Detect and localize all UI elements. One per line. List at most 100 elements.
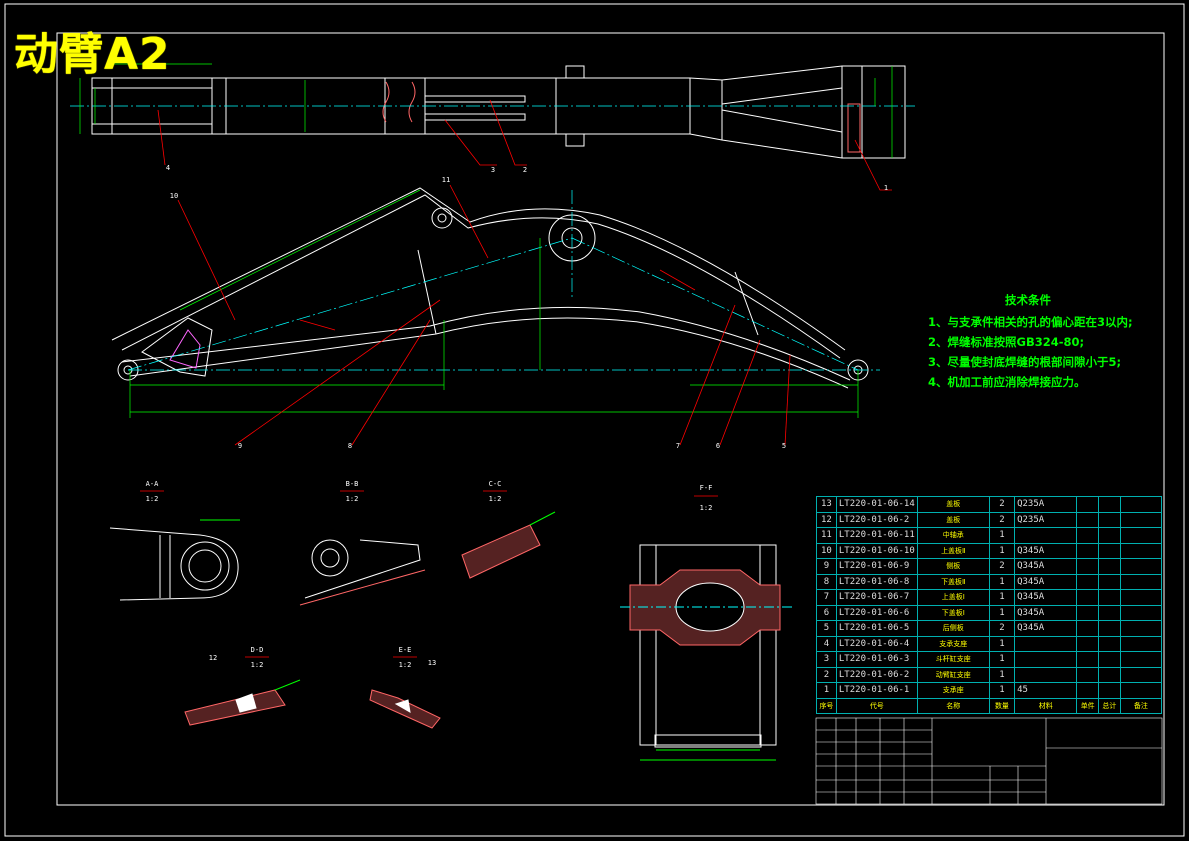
bom-cell-qty: 2: [988, 511, 1016, 528]
bom-cell-empty: [1098, 527, 1121, 544]
bom-cell-empty: [1098, 666, 1121, 683]
bom-cell-empty: [1076, 542, 1100, 559]
bom-cell-empty: [1119, 666, 1163, 683]
bom-cell-empty: [1098, 573, 1121, 590]
bom-cell-name: 支承支座: [916, 635, 990, 652]
bom-cell-name: 支承座: [916, 682, 990, 699]
bom-cell-material: Q235A: [1014, 496, 1078, 513]
technical-requirement-2: 2、焊缝标准按照GB324-80;: [928, 335, 1085, 349]
bom-cell-empty: [1119, 558, 1163, 575]
title-block-grid: [815, 717, 1163, 805]
bom-cell-name: 动臂缸支座: [916, 666, 990, 683]
bom-cell-material: [1014, 635, 1078, 652]
bom-cell-name: 斗杆缸支座: [916, 651, 990, 668]
bom-cell-name: 下盖板Ⅰ: [916, 604, 990, 621]
bom-cell-material: Q345A: [1014, 589, 1078, 606]
bom-cell-empty: [1076, 651, 1100, 668]
bom-cell-code: LT220-01-06-1: [835, 682, 918, 699]
bom-cell-empty: [1119, 589, 1163, 606]
bom-cell-material: [1014, 666, 1078, 683]
bom-header-row: 序号 代号 名称 数量 材料 单件 总计 备注: [816, 697, 1163, 714]
bom-cell-empty: [1098, 589, 1121, 606]
bom-cell-empty: [1076, 666, 1100, 683]
bom-cell-material: Q345A: [1014, 558, 1078, 575]
main-view-centerlines: [127, 190, 880, 371]
bom-cell-empty: [1076, 496, 1100, 513]
bom-cell-empty: [1119, 527, 1163, 544]
bom-cell-qty: 1: [988, 589, 1016, 606]
bom-cell-code: LT220-01-06-8: [835, 573, 918, 590]
inner-border: [56, 32, 1165, 806]
balloon-5: 5: [782, 442, 786, 450]
bom-cell-no: 4: [816, 635, 837, 652]
bom-cell-material: Q345A: [1014, 604, 1078, 621]
bom-cell-no: 5: [816, 620, 837, 637]
bom-cell-material: Q345A: [1014, 573, 1078, 590]
technical-requirements: 技术条件 1、与支承件相关的孔的偏心距在3以内; 2、焊缝标准按照GB324-8…: [928, 290, 1133, 392]
section-f-f: [620, 544, 795, 761]
bom-cell-empty: [1098, 511, 1121, 528]
section-scale-e-e: 1:2: [399, 661, 412, 669]
bom-cell-empty: [1098, 496, 1121, 513]
bom-cell-no: 8: [816, 573, 837, 590]
section-label-c-c: C-C: [489, 480, 502, 488]
bom-cell-code: LT220-01-06-2: [835, 511, 918, 528]
bom-cell-code: LT220-01-06-2: [835, 666, 918, 683]
bom-cell-qty: 1: [988, 651, 1016, 668]
balloon-6: 6: [716, 442, 720, 450]
balloon-1: 1: [884, 184, 888, 192]
bom-header-remark: 备注: [1119, 697, 1163, 714]
section-c-c: [461, 511, 556, 579]
bom-cell-empty: [1119, 635, 1163, 652]
section-d-d: [184, 679, 301, 726]
bom-cell-name: 后侧板: [916, 620, 990, 637]
balloon-9: 9: [238, 442, 242, 450]
bom-cell-material: Q345A: [1014, 620, 1078, 637]
bom-cell-qty: 1: [988, 542, 1016, 559]
balloon-13: 13: [428, 659, 436, 667]
section-label-e-e: E-E: [399, 646, 412, 654]
section-scale-f-f: 1:2: [700, 504, 713, 512]
balloon-11: 11: [442, 176, 450, 184]
section-scale-b-b: 1:2: [346, 495, 359, 503]
bom-cell-empty: [1076, 589, 1100, 606]
bom-cell-code: LT220-01-06-3: [835, 651, 918, 668]
top-view-dimensions: [79, 63, 893, 158]
section-label-a-a: A-A: [146, 480, 159, 488]
bom-cell-empty: [1076, 604, 1100, 621]
bom-cell-material: [1014, 527, 1078, 544]
bom-cell-empty: [1119, 651, 1163, 668]
balloon-7: 7: [676, 442, 680, 450]
bom-cell-empty: [1098, 558, 1121, 575]
bom-cell-name: 上盖板Ⅰ: [916, 589, 990, 606]
main-view-leaders: [177, 184, 791, 446]
bom-cell-qty: 1: [988, 573, 1016, 590]
bom-cell-material: 45: [1014, 682, 1078, 699]
bom-cell-code: LT220-01-06-14: [835, 496, 918, 513]
outer-border: [4, 3, 1185, 837]
bom-cell-code: LT220-01-06-6: [835, 604, 918, 621]
main-view-dimensions: [129, 189, 859, 418]
bom-cell-code: LT220-01-06-7: [835, 589, 918, 606]
bom-cell-no: 9: [816, 558, 837, 575]
bom-header-unit-weight: 单件: [1076, 697, 1100, 714]
bom-cell-code: LT220-01-06-5: [835, 620, 918, 637]
bom-cell-name: 下盖板Ⅱ: [916, 573, 990, 590]
bom-cell-empty: [1076, 682, 1100, 699]
bom-cell-empty: [1076, 527, 1100, 544]
balloon-2: 2: [523, 166, 527, 174]
bom-cell-empty: [1119, 604, 1163, 621]
bom-cell-empty: [1098, 651, 1121, 668]
